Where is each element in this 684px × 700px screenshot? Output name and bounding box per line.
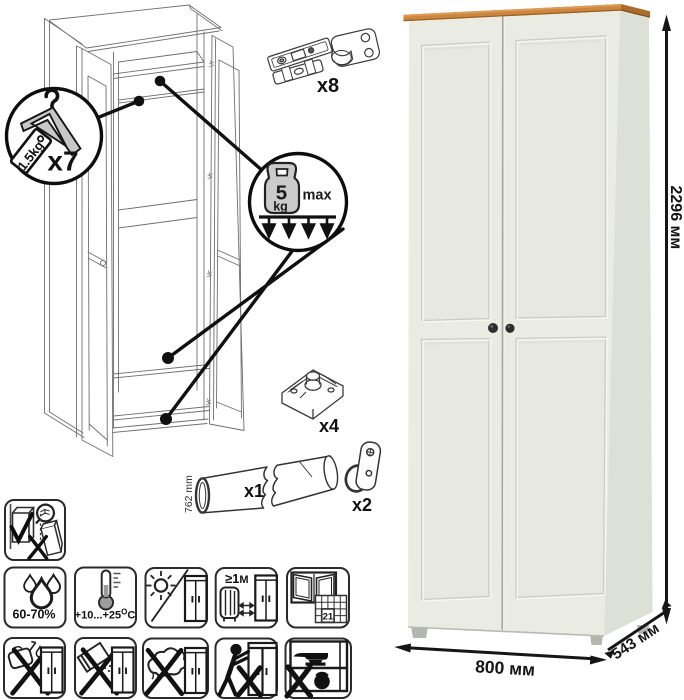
- svg-text:2296 мм: 2296 мм: [667, 186, 684, 250]
- svg-text:762 mm: 762 mm: [183, 475, 195, 513]
- svg-text:x4: x4: [319, 416, 339, 436]
- svg-text:800 мм: 800 мм: [475, 656, 536, 680]
- svg-text:x1: x1: [244, 481, 264, 501]
- svg-text:21: 21: [323, 612, 334, 623]
- svg-text:x7: x7: [47, 146, 78, 177]
- svg-text:+10...+25OC: +10...+25OC: [75, 608, 136, 622]
- svg-text:≥1M: ≥1M: [225, 571, 249, 586]
- svg-text:max: max: [302, 188, 331, 204]
- svg-text:kg: kg: [273, 200, 288, 214]
- svg-text:x8: x8: [317, 75, 339, 97]
- svg-text:60-70%: 60-70%: [12, 608, 55, 622]
- svg-text:x2: x2: [352, 495, 372, 515]
- svg-text:5: 5: [276, 182, 287, 205]
